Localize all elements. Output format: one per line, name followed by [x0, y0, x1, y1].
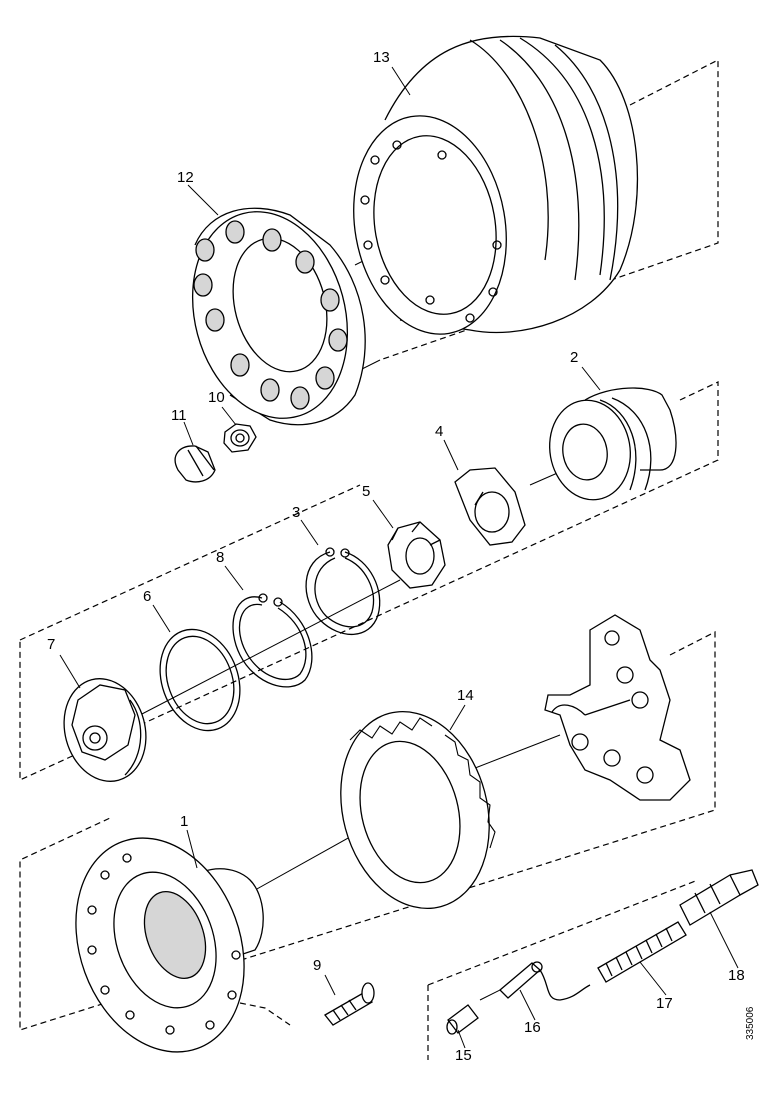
callout-4: 4	[435, 423, 444, 440]
callout-17: 17	[656, 995, 673, 1012]
part-6-seal-ring	[147, 618, 254, 742]
part-3-snap-ring	[306, 548, 380, 634]
callout-3: 3	[292, 504, 301, 521]
callout-12: 12	[177, 169, 194, 186]
callout-10: 10	[208, 389, 225, 406]
callout-14: 14	[457, 687, 474, 704]
part-9-wheel-stud	[325, 983, 374, 1025]
callout-16: 16	[524, 1019, 541, 1036]
leader-lines	[60, 67, 738, 1048]
callout-13: 13	[373, 49, 390, 66]
part-10-wheel-nut	[224, 424, 256, 452]
callout-18: 18	[728, 967, 745, 984]
drum-bolt-holes	[361, 141, 501, 322]
drawing-code: 335006	[745, 1006, 756, 1040]
callout-7: 7	[47, 636, 56, 653]
callout-2: 2	[570, 349, 579, 366]
part-1-wheel-hub	[47, 814, 273, 1075]
part-17-sensor-cable	[598, 922, 686, 982]
part-16-abs-sensor	[500, 962, 590, 1000]
part-15-sensor-bushing	[447, 1005, 478, 1034]
part-13-brake-drum	[337, 36, 637, 346]
part-2-bearing	[542, 388, 676, 506]
part-12-wheel-ring	[170, 194, 369, 436]
part-4-lock-washer	[455, 468, 525, 545]
part-8-snap-ring	[233, 594, 312, 687]
hub-bolt-holes	[88, 854, 240, 1034]
part-11-cap-nut	[175, 446, 215, 482]
callout-15: 15	[455, 1047, 472, 1064]
part-7-hub-cap	[53, 669, 157, 790]
ring-bolt-holes	[194, 221, 347, 409]
callout-8: 8	[216, 549, 225, 566]
callout-11: 11	[171, 407, 187, 424]
callout-1: 1	[180, 813, 189, 830]
callout-6: 6	[143, 588, 152, 605]
callout-9: 9	[313, 957, 322, 974]
callout-5: 5	[362, 483, 371, 500]
part-14-tone-ring	[320, 695, 511, 925]
part-5-slotted-nut	[388, 522, 445, 588]
part-18-connector	[680, 870, 758, 925]
steering-knuckle	[545, 615, 690, 800]
